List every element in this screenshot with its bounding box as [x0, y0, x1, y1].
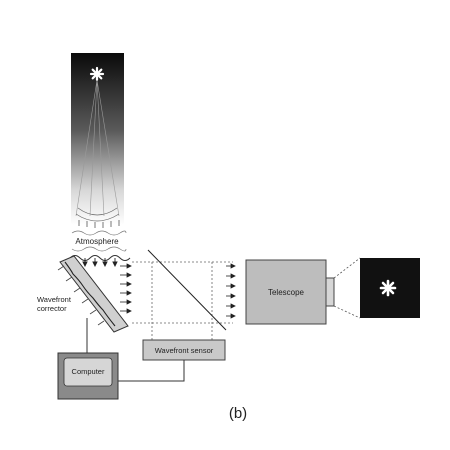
telescope	[245, 259, 327, 325]
distorted-wavefront	[69, 255, 131, 261]
atmosphere-label: Atmosphere	[75, 237, 119, 246]
beamsplitter	[147, 249, 227, 331]
incoming-wavefronts	[75, 207, 120, 222]
telescope-eyepiece	[325, 277, 335, 307]
control-wiring	[86, 318, 185, 382]
telescope-label: Telescope	[268, 288, 305, 297]
corrected-beam-arrows	[120, 263, 132, 314]
incoming-telescope-arrows	[226, 263, 236, 319]
light-cone	[75, 79, 120, 217]
caption: (b)	[229, 405, 247, 422]
image-projection-lines	[333, 257, 361, 319]
wavefront-corrector-label-line1: Wavefront	[37, 295, 72, 304]
atmosphere-turbulence	[71, 230, 127, 252]
computer-label: Computer	[72, 367, 105, 376]
wavefront-ticks-top	[78, 220, 120, 228]
beam-path	[132, 261, 233, 340]
wavefront-corrector-label-line2: corrector	[37, 304, 67, 313]
wavefront-sensor-label: Wavefront sensor	[155, 346, 214, 355]
wavefront-corrector	[57, 255, 129, 333]
computer-screen	[63, 357, 113, 387]
source-star-icon	[89, 66, 105, 82]
image-star-icon	[379, 279, 397, 297]
